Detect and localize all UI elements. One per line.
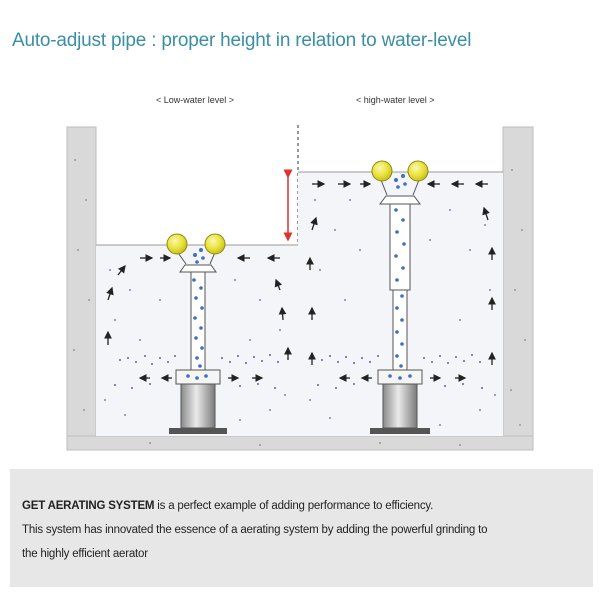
description-line-2: This system has innovated the essence of… — [22, 524, 488, 536]
aerator-diagram — [66, 125, 534, 451]
float-ball-icon — [204, 233, 226, 255]
system-name: GET AERATING SYSTEM — [22, 500, 155, 512]
float-ball-icon — [407, 160, 429, 182]
high-flow-arrows — [306, 180, 496, 382]
description-line-1: GET AERATING SYSTEM is a perfect example… — [22, 500, 433, 512]
low-water-level-label: < Low-water level > — [156, 95, 235, 105]
page-title: Auto-adjust pipe : proper height in rela… — [12, 30, 472, 51]
float-ball-icon — [166, 233, 188, 255]
low-aerator — [166, 233, 227, 434]
high-aerator — [370, 160, 430, 434]
water-particles — [104, 199, 496, 426]
description-line-1-rest: is a perfect example of adding performan… — [154, 500, 434, 512]
float-ball-icon — [371, 160, 393, 182]
high-water-level-label: < high-water level > — [356, 95, 435, 105]
description-box — [10, 469, 593, 587]
description-line-3: the highly efficient aerator — [22, 548, 148, 560]
low-flow-arrows — [104, 254, 292, 382]
